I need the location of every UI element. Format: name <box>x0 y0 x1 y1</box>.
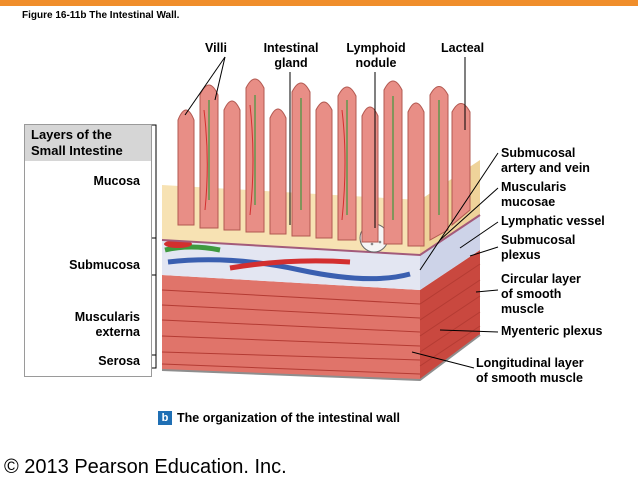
submucosal-plexus-label-line2: plexus <box>501 248 541 262</box>
submucosal-plexus-label-line1: Submucosal <box>501 233 576 247</box>
circular-layer-label-line1: Circular layer <box>501 272 581 286</box>
figure-title: Figure 16-11b The Intestinal Wall. <box>22 10 180 21</box>
lymphoid-nodule-label-line2: nodule <box>355 56 397 70</box>
pointer-lines <box>184 56 499 369</box>
submucosa-layer <box>162 215 480 290</box>
circular-layer-label-line3: muscle <box>501 302 545 316</box>
copyright-footer: © 2013 Pearson Education. Inc. <box>4 456 287 478</box>
layers-panel: Layers of the Small Intestine <box>24 124 152 377</box>
intestinal-gland-label-line2: gland <box>274 56 308 70</box>
muscularis-label-line1: Muscularis <box>74 310 140 324</box>
lymphoid-nodule-label-line1: Lymphoid <box>346 41 406 55</box>
mucosa-label: Mucosa <box>93 174 140 188</box>
lacteal-label: Lacteal <box>441 41 485 55</box>
serosa-label: Serosa <box>98 354 140 368</box>
submucosa-label: Submucosa <box>69 258 140 272</box>
circular-layer-label-line2: of smooth <box>501 287 562 301</box>
layers-title-line2: Small Intestine <box>31 143 123 158</box>
figure-caption: The organization of the intestinal wall <box>177 411 400 425</box>
longitudinal-layer-label-line1: Longitudinal layer <box>476 356 584 370</box>
muscularis-mucosae-label-line1: Muscularis <box>501 180 567 194</box>
layers-title-line1: Layers of the <box>31 127 112 142</box>
intestinal-gland-label-line1: Intestinal <box>263 41 319 55</box>
layers-panel-title: Layers of the Small Intestine <box>25 125 151 161</box>
vein <box>167 257 411 282</box>
myenteric-plexus-label: Myenteric plexus <box>501 324 603 338</box>
caption-badge: b <box>158 411 172 425</box>
muscularis-label-line2: externa <box>95 325 140 339</box>
villi-label: Villi <box>205 41 228 55</box>
serosa-edge <box>161 334 481 382</box>
submucosal-artery-label-line1: Submucosal <box>501 146 576 160</box>
muscularis-mucosae-label-line2: mucosae <box>501 195 556 209</box>
muscle-layers <box>161 250 481 382</box>
lymph-vessel <box>164 244 221 253</box>
longitudinal-layer-label-line2: of smooth muscle <box>476 371 583 385</box>
lymphatic-vessel-label: Lymphatic vessel <box>501 214 605 228</box>
artery <box>229 258 351 271</box>
submucosal-artery-label-line2: artery and vein <box>501 161 590 175</box>
accent-bar <box>0 0 638 6</box>
